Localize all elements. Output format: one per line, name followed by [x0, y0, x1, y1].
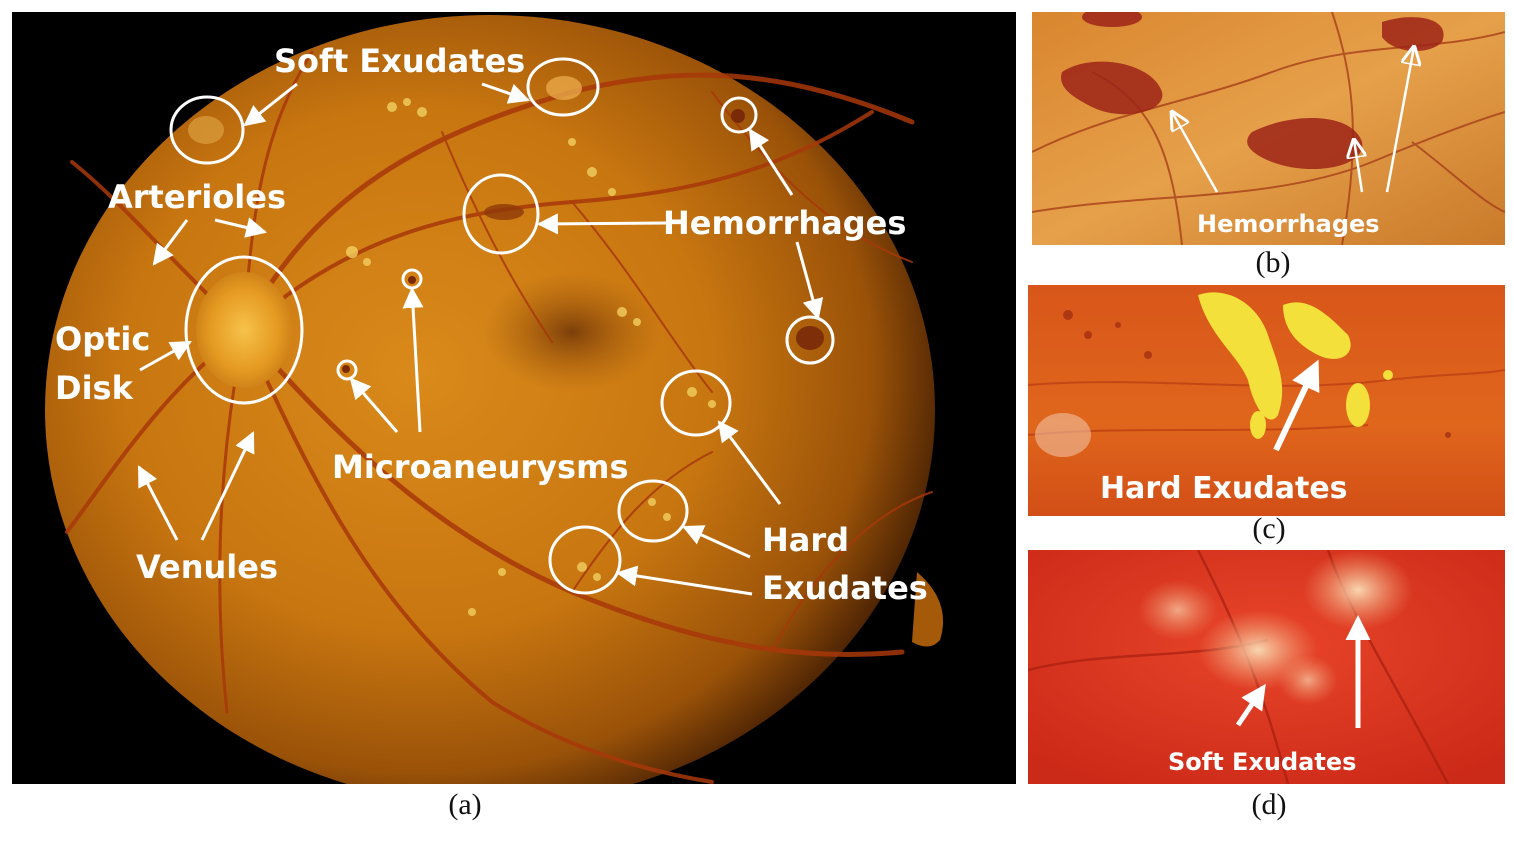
hard-exudates-closeup-panel: Hard Exudates [1028, 285, 1505, 516]
caption-c: (c) [1252, 512, 1286, 545]
label-venules: Venules [136, 548, 278, 586]
hard-exudate-circle-2 [617, 479, 689, 543]
caption-b: (b) [1255, 246, 1291, 279]
microaneurysm-circle-2 [336, 359, 358, 381]
retina-fundus [45, 15, 944, 784]
hard-exudate-arrow [1273, 359, 1320, 452]
label-arterioles: Arterioles [108, 178, 286, 216]
caption-d: (d) [1251, 788, 1287, 821]
label-soft-exudates-closeup: Soft Exudates [1168, 748, 1356, 776]
hard-exudate-circle-3 [548, 525, 622, 595]
soft-exudate-circle-1 [169, 95, 245, 165]
label-hard-exudates-line2: Exudates [762, 569, 928, 607]
optic-disk [196, 272, 292, 388]
caption-a: (a) [448, 788, 482, 821]
label-soft-exudates: Soft Exudates [274, 42, 525, 80]
label-optic-disk-line2: Disk [55, 369, 134, 407]
label-hemorrhages: Hemorrhages [663, 204, 906, 242]
hemorrhages-closeup-panel: Hemorrhages [1032, 12, 1505, 245]
hemorrhage-circle-1 [720, 96, 758, 134]
annotation-arrows [137, 82, 824, 596]
label-hard-exudates-closeup: Hard Exudates [1100, 471, 1348, 506]
hemorrhage-arrows [1172, 47, 1414, 193]
cotton-wool-spots [1138, 550, 1413, 705]
exudate-speckles [346, 98, 716, 616]
soft-exudate-arrows [1235, 615, 1371, 728]
label-optic-disk-line1: Optic [55, 320, 150, 358]
hemorrhage-blots [1061, 12, 1444, 170]
soft-exudates-closeup-panel: Soft Exudates [1028, 550, 1505, 784]
fundus-image-panel: Soft Exudates Arterioles Optic Disk Hemo… [12, 12, 1016, 784]
hard-exudate-deposits [1198, 292, 1393, 439]
annotation-labels: Soft Exudates Arterioles Optic Disk Hemo… [55, 42, 928, 607]
label-hard-exudates-line1: Hard [762, 521, 849, 559]
lesion-spots [188, 76, 824, 373]
optic-disk-circle [184, 255, 304, 405]
hard-exudate-circle-1 [660, 369, 732, 437]
label-microaneurysms: Microaneurysms [332, 448, 628, 486]
label-hemorrhages-closeup: Hemorrhages [1197, 210, 1380, 238]
small-spots [1063, 310, 1451, 438]
